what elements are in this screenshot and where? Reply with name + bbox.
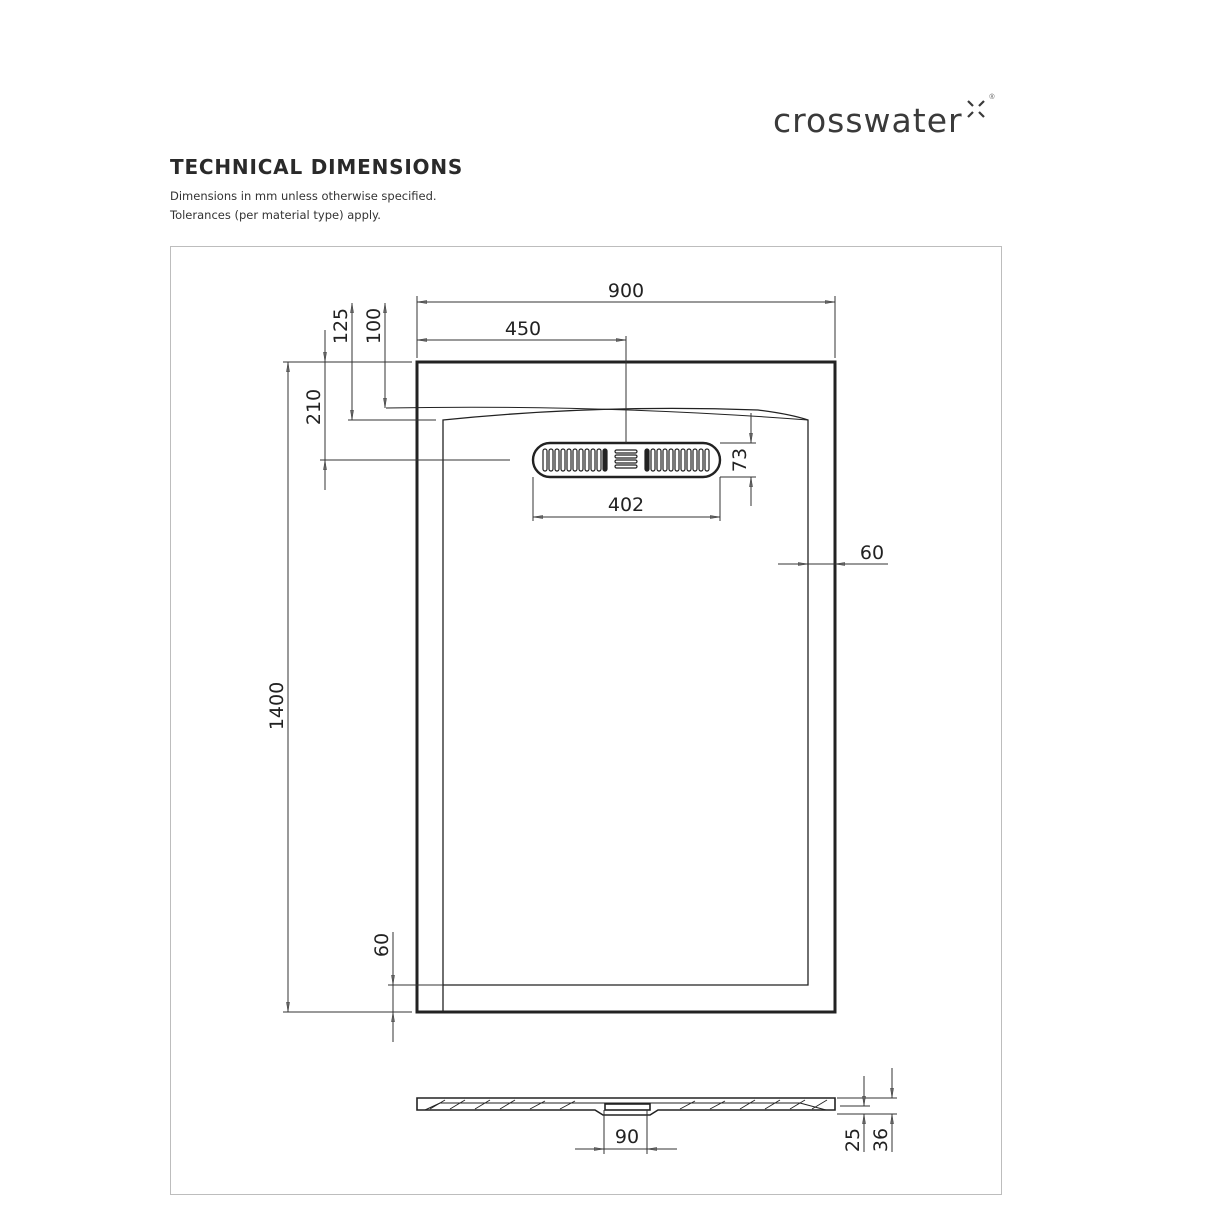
registered-mark: ® [989,94,995,101]
dim-edge-125: 125 [330,308,352,344]
page-title: TECHNICAL DIMENSIONS [170,155,464,179]
brand-name: crosswater [773,101,963,140]
dim-waste-offset: 450 [505,318,541,340]
dimension-note: Dimensions in mm unless otherwise specif… [170,189,437,203]
dim-waste-from-top: 210 [303,389,325,425]
dim-total-height: 36 [870,1128,892,1152]
tray-inner-surface [442,407,809,1012]
brand-x-icon: ® [965,94,995,120]
waste-grate-slots [542,448,710,472]
dim-edge-height: 25 [842,1128,864,1152]
dim-bottom-border: 60 [371,933,393,957]
section-view [416,1097,836,1116]
dim-outlet-width: 90 [615,1126,639,1148]
dim-overall-length: 1400 [266,682,288,730]
dim-side-border: 60 [860,542,884,564]
tolerance-note: Tolerances (per material type) apply. [170,208,381,222]
dim-waste-length: 402 [608,494,644,516]
section-waste-outlet [604,1103,651,1111]
drawing-frame [170,246,1002,1195]
dim-waste-width: 73 [729,448,751,472]
dim-overall-width: 900 [608,280,644,302]
brand-logo: crosswater ® [773,94,995,144]
section-dimension-lines [575,1068,897,1154]
dim-edge-100: 100 [363,308,385,344]
dimension-lines [283,296,888,1042]
